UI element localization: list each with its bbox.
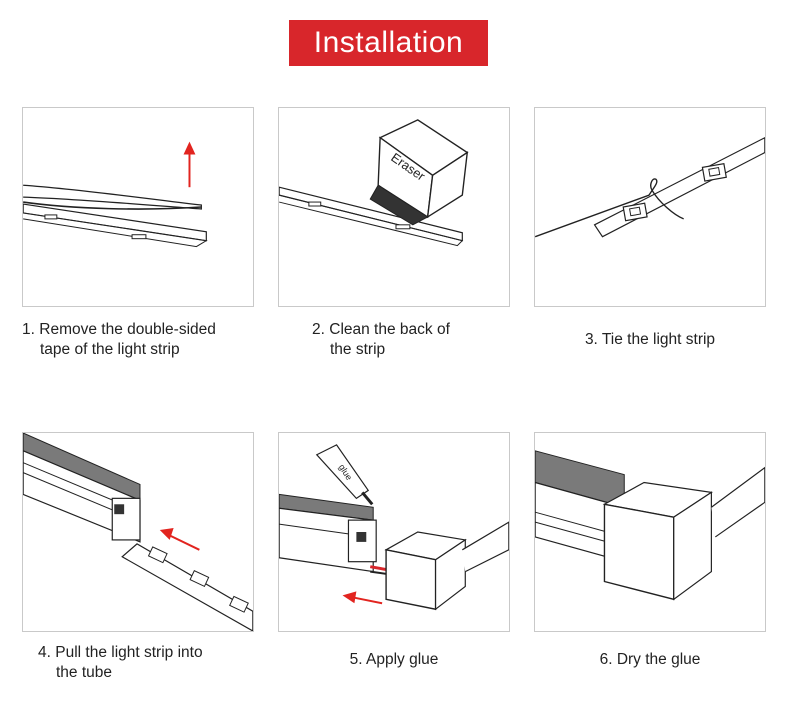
step-6-caption: 6. Dry the glue [599, 651, 701, 668]
strip-tape-drawing [23, 141, 208, 248]
step-2-illustration: Eraser [278, 107, 510, 307]
dry-glue-drawing [535, 450, 765, 601]
step-2-caption: 2. Clean the back of the strip [312, 321, 450, 358]
step-1-illustration [22, 107, 254, 307]
step-3-caption: 3. Tie the light strip [584, 331, 716, 348]
apply-glue-drawing: glue [279, 444, 509, 611]
tie-strip-drawing [535, 136, 765, 238]
glue-tube-icon: glue [315, 444, 374, 506]
step-5-caption: 5. Apply glue [349, 651, 439, 668]
title-banner: Installation [289, 20, 488, 66]
step-4-caption: 4. Pull the light strip into the tube [38, 644, 203, 681]
step-5-illustration: glue [278, 432, 510, 632]
eraser-icon: Eraser [369, 119, 469, 226]
eraser-cleaning-drawing: Eraser [279, 119, 469, 247]
pull-strip-drawing [23, 433, 253, 631]
step-4-illustration [22, 432, 254, 632]
step-6-illustration [534, 432, 766, 632]
page-title: Installation [313, 26, 464, 59]
step-3-illustration [534, 107, 766, 307]
step-1-caption: 1. Remove the double-sided tape of the l… [22, 321, 216, 358]
left-arrow-icon [159, 528, 200, 551]
left-arrow-icon [342, 591, 383, 605]
up-arrow-icon [183, 141, 196, 188]
